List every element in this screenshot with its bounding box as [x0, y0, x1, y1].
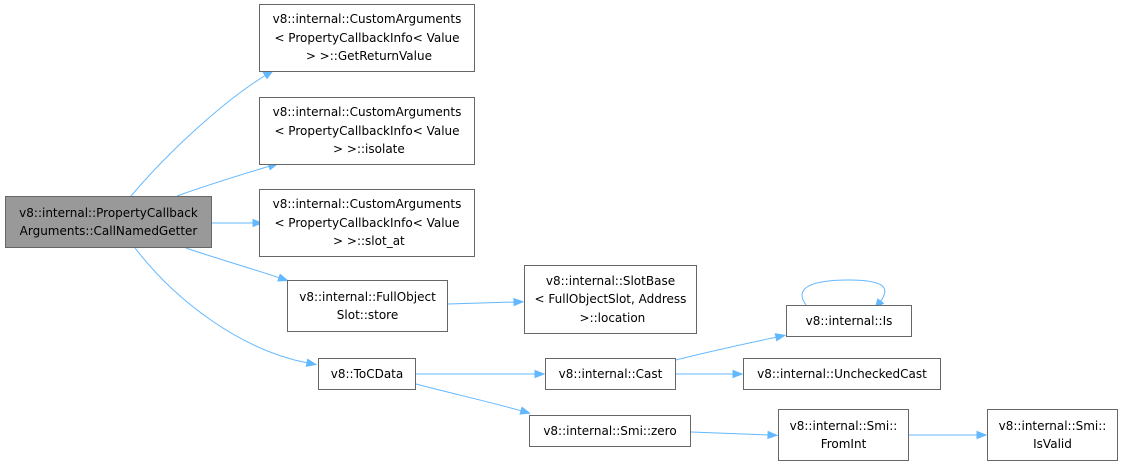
node-label-line: > >::slot_at: [329, 234, 405, 249]
node-smi-zero[interactable]: v8::internal::Smi::zero: [529, 415, 691, 447]
node-label-line: < PropertyCallbackInfo< Value: [274, 123, 460, 138]
node-label-line: < FullObjectSlot, Address: [534, 292, 687, 307]
node-label-line: FromInt: [820, 437, 867, 451]
node-smi-isvalid[interactable]: v8::internal::Smi:: IsValid: [987, 409, 1118, 461]
arrowhead: [513, 297, 525, 307]
arrowhead: [277, 273, 289, 282]
arrowhead: [976, 430, 988, 440]
node-label-line: v8::internal::Cast: [558, 366, 663, 381]
node-label-line: v8::ToCData: [330, 366, 404, 381]
node-slot-at[interactable]: v8::internal::CustomArguments < Property…: [259, 189, 475, 257]
node-label-line: < PropertyCallbackInfo< Value: [274, 215, 460, 230]
node-label-line: > >::isolate: [329, 142, 405, 157]
arrowhead: [732, 369, 744, 379]
node-getreturnvalue[interactable]: v8::internal::CustomArguments < Property…: [259, 4, 475, 72]
arrowhead: [252, 218, 264, 228]
arrowhead: [774, 333, 787, 342]
edge-root-to-tocdata: [134, 247, 318, 367]
node-label-line: v8::internal::CustomArguments: [272, 197, 462, 212]
edge-smi_zero-to-smi_fromint: [690, 430, 779, 440]
node-label-line: Slot::store: [336, 308, 399, 322]
node-label-line: v8::internal::CustomArguments: [272, 105, 462, 120]
node-label-line: < PropertyCallbackInfo< Value: [274, 30, 460, 45]
edge-root-to-fullobjectslot_store: [185, 247, 289, 282]
node-isolate[interactable]: v8::internal::CustomArguments < Property…: [259, 97, 475, 165]
arrowhead: [534, 369, 546, 379]
node-label-line: v8::internal::Is: [805, 313, 893, 328]
node-label-line: v8::internal::CustomArguments: [272, 12, 462, 27]
node-fullobjectslot-store[interactable]: v8::internal::FullObject Slot::store: [287, 280, 448, 332]
node-cast[interactable]: v8::internal::Cast: [545, 358, 676, 390]
node-label-line: v8::internal::UncheckedCast: [757, 366, 927, 381]
arrowhead: [767, 430, 779, 440]
node-label-line: >::location: [575, 310, 646, 325]
arrowhead: [305, 358, 318, 367]
node-label-line: > >::GetReturnValue: [302, 49, 432, 64]
node-label-line: v8::internal::PropertyCallback: [19, 205, 198, 220]
node-label-line: v8::internal::Smi::: [789, 418, 898, 433]
node-label-line: IsValid: [1033, 437, 1072, 451]
edge-smi_fromint-to-smi_isvalid: [909, 430, 988, 440]
edge-root-to-slot_at: [212, 218, 264, 228]
node-callnamedgetter: v8::internal::PropertyCallback Arguments…: [5, 196, 212, 248]
node-label-line: v8::internal::FullObject: [299, 289, 436, 304]
node-label-line: v8::internal::Smi::: [998, 418, 1107, 433]
node-is[interactable]: v8::internal::Is: [786, 305, 912, 337]
node-smi-fromint[interactable]: v8::internal::Smi:: FromInt: [778, 409, 909, 461]
edge-cast-to-uncheckedcast: [676, 369, 744, 379]
edge-tocdata-to-smi_zero: [415, 383, 532, 415]
edge-tocdata-to-cast: [416, 369, 546, 379]
edge-cast-to-is: [675, 333, 787, 361]
node-label-line: v8::internal::SlotBase: [545, 273, 676, 288]
node-uncheckedcast[interactable]: v8::internal::UncheckedCast: [743, 358, 941, 390]
node-label-line: v8::internal::Smi::zero: [543, 423, 677, 438]
node-tocdata[interactable]: v8::ToCData: [318, 358, 416, 390]
edge-root-to-getreturnvalue: [130, 70, 274, 197]
node-label-line: Arguments::CallNamedGetter: [19, 224, 198, 238]
node-slotbase-location[interactable]: v8::internal::SlotBase < FullObjectSlot,…: [524, 265, 697, 334]
arrowhead: [519, 406, 532, 415]
edge-fullobjectslot_store-to-slotbase_location: [447, 297, 525, 307]
